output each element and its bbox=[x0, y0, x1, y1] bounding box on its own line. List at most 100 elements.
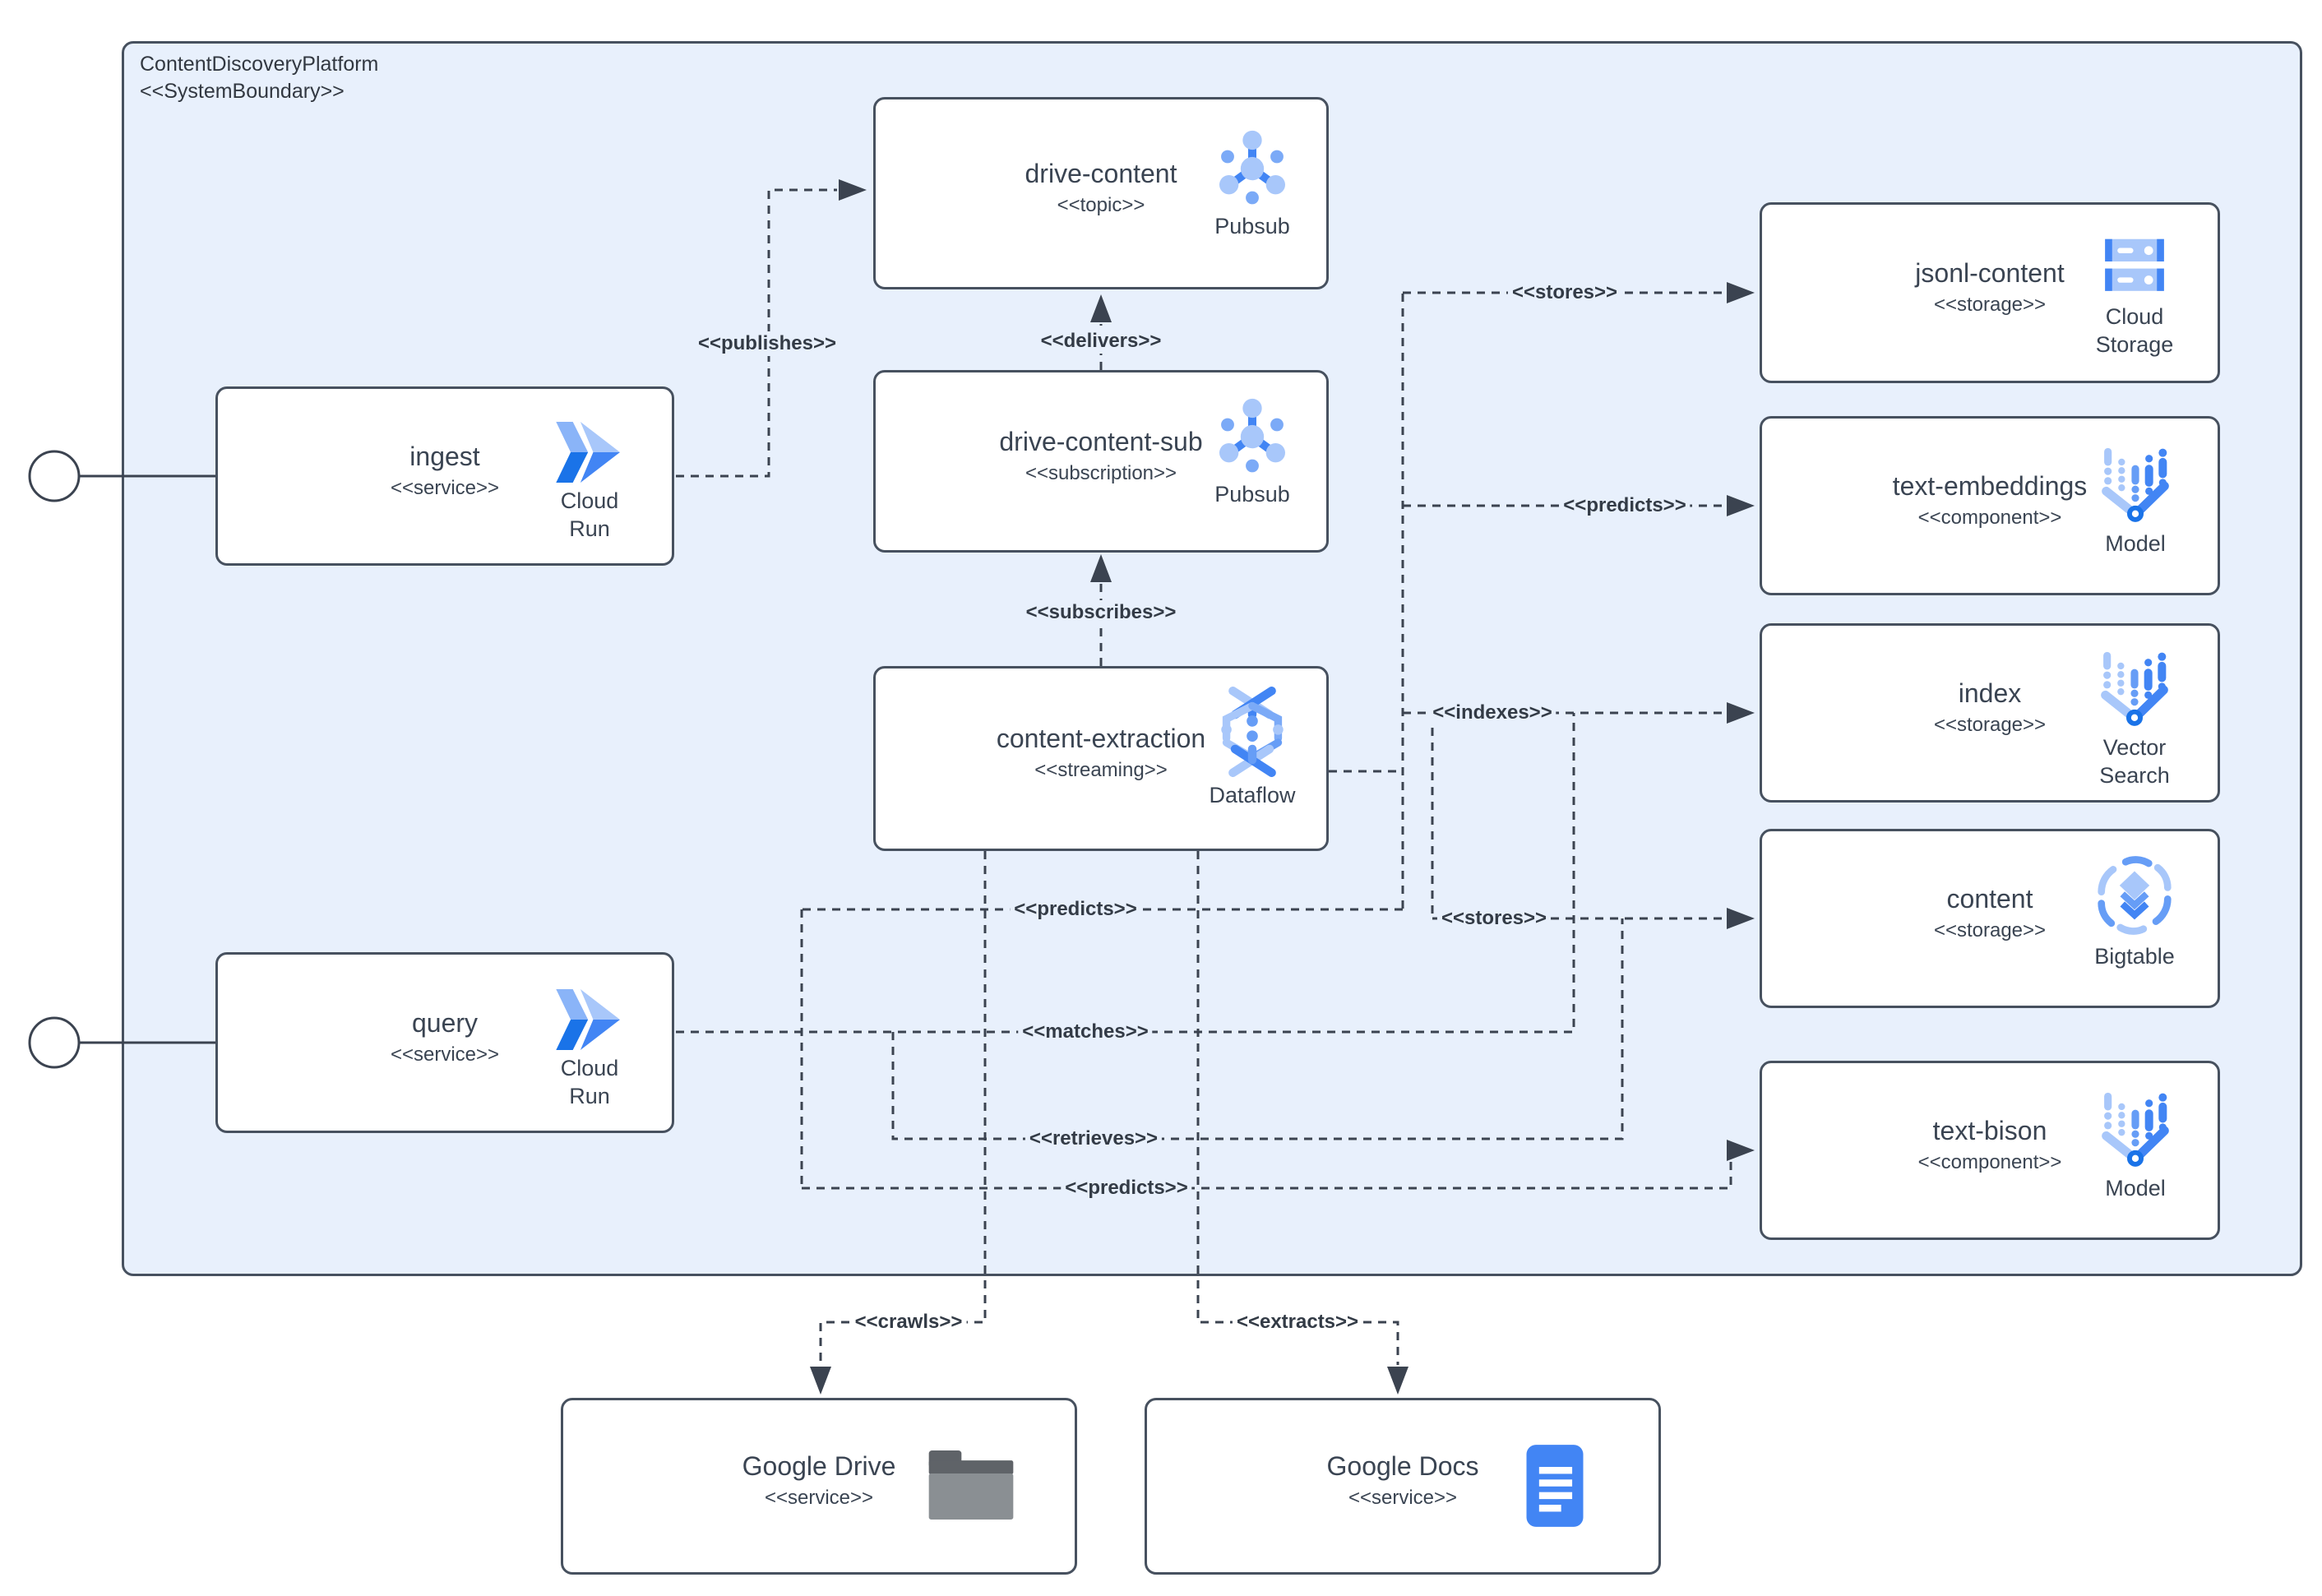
node-stereotype: <<component>> bbox=[1917, 1150, 2062, 1173]
node-google-drive-text: Google Drive <<service>> bbox=[563, 1400, 1075, 1572]
edge-predicts-bison-arrow bbox=[1727, 1140, 1755, 1161]
edge-stores-content-arrow bbox=[1727, 908, 1755, 929]
node-stereotype: <<service>> bbox=[1348, 1487, 1458, 1509]
google-docs-icon bbox=[1517, 1440, 1593, 1532]
node-title: Google Drive bbox=[742, 1451, 896, 1481]
node-title: query bbox=[411, 1007, 479, 1038]
edge-matches-line bbox=[676, 713, 1575, 1034]
edge-retrieves-line bbox=[891, 918, 1624, 1140]
node-content-extraction-text: content-extraction <<streaming>> bbox=[876, 668, 1326, 849]
edge-publishes-arrow bbox=[839, 179, 867, 201]
icon-caption: Cloud Run bbox=[560, 488, 619, 541]
node-text-embeddings-text: text-embeddings <<component>> bbox=[1762, 419, 2218, 593]
edge-label-extracts: <<extracts>> bbox=[1232, 1310, 1363, 1335]
icon-caption: Cloud Storage bbox=[2095, 304, 2174, 357]
node-content-extraction: content-extraction <<streaming>> Dataflo… bbox=[873, 666, 1329, 851]
edge-crawls-line bbox=[819, 851, 987, 1365]
node-title: ingest bbox=[409, 441, 480, 471]
port-circle-query bbox=[28, 1016, 81, 1069]
boundary-name: ContentDiscoveryPlatform bbox=[140, 53, 379, 76]
node-stereotype: <<storage>> bbox=[1933, 713, 2047, 736]
edge-predicts-bison-line bbox=[802, 1149, 1732, 1190]
node-stereotype: <<service>> bbox=[390, 1043, 500, 1066]
icon-caption: Bigtable bbox=[2094, 944, 2175, 969]
node-index: index <<storage>> Vector Search bbox=[1760, 623, 2220, 803]
edge-label-publishes: <<publishes>> bbox=[693, 331, 841, 356]
node-drive-content-sub-text: drive-content-sub <<subscription>> bbox=[876, 372, 1326, 550]
icon-caption: Pubsub bbox=[1214, 214, 1290, 238]
node-title: text-bison bbox=[1932, 1115, 2047, 1145]
cloud-run-icon: Cloud Run bbox=[540, 989, 639, 1111]
node-ingest-text: ingest <<service>> bbox=[218, 389, 672, 563]
edge-label-stores-jsonl: <<stores>> bbox=[1507, 280, 1622, 305]
node-stereotype: <<topic>> bbox=[1057, 193, 1145, 216]
edge-label-matches: <<matches>> bbox=[1018, 1020, 1153, 1044]
node-title: drive-content-sub bbox=[999, 426, 1203, 456]
node-google-docs: Google Docs <<service>> bbox=[1145, 1398, 1661, 1575]
edge-extracts-line bbox=[1196, 851, 1399, 1365]
edge-extracts-arrow bbox=[1387, 1367, 1408, 1395]
pubsub-icon: Pubsub bbox=[1203, 126, 1302, 241]
node-drive-content-text: drive-content <<topic>> bbox=[876, 99, 1326, 287]
node-jsonl-content: jsonl-content <<storage>> Cloud Storage bbox=[1760, 202, 2220, 383]
model-icon: Model bbox=[2086, 1088, 2185, 1203]
edge-label-retrieves: <<retrieves>> bbox=[1025, 1126, 1163, 1151]
node-google-docs-text: Google Docs <<service>> bbox=[1147, 1400, 1658, 1572]
node-jsonl-content-text: jsonl-content <<storage>> bbox=[1762, 205, 2218, 381]
edge-stores-jsonl-arrow bbox=[1727, 282, 1755, 303]
edge-predicts-embeddings-arrow bbox=[1727, 495, 1755, 516]
edge-label-indexes: <<indexes>> bbox=[1428, 701, 1556, 725]
port-circle-ingest bbox=[28, 450, 81, 502]
icon-caption: Dataflow bbox=[1209, 783, 1296, 807]
node-title: drive-content bbox=[1025, 158, 1177, 188]
drive-folder-icon bbox=[925, 1446, 1017, 1524]
edge-label-crawls: <<crawls>> bbox=[850, 1310, 967, 1335]
node-query: query <<service>> Cloud Run bbox=[215, 952, 674, 1133]
node-title: content bbox=[1946, 883, 2033, 914]
node-title: text-embeddings bbox=[1892, 470, 2088, 501]
node-drive-content: drive-content <<topic>> Pubsub bbox=[873, 97, 1329, 289]
edge-delivers-arrow bbox=[1090, 294, 1112, 322]
edge-label-predicts-query: <<predicts>> bbox=[1010, 897, 1141, 922]
node-query-text: query <<service>> bbox=[218, 955, 672, 1131]
node-stereotype: <<service>> bbox=[764, 1487, 874, 1509]
node-stereotype: <<storage>> bbox=[1933, 293, 2047, 316]
vector-search-icon: Vector Search bbox=[2081, 647, 2188, 790]
node-drive-content-sub: drive-content-sub <<subscription>> Pubsu… bbox=[873, 370, 1329, 553]
node-ingest: ingest <<service>> Cloud Run bbox=[215, 386, 674, 566]
icon-caption: Pubsub bbox=[1214, 482, 1290, 507]
icon-caption: Vector Search bbox=[2099, 735, 2170, 788]
node-text-embeddings: text-embeddings <<component>> Model bbox=[1760, 416, 2220, 595]
edge-publishes-line bbox=[676, 188, 837, 478]
edge-label-predicts-bison: <<predicts>> bbox=[1061, 1176, 1192, 1200]
node-stereotype: <<storage>> bbox=[1933, 918, 2047, 941]
node-title: content-extraction bbox=[996, 724, 1206, 753]
edge-label-stores-content: <<stores>> bbox=[1436, 906, 1552, 931]
node-stereotype: <<subscription>> bbox=[1025, 461, 1177, 484]
node-content: content <<storage>> Bigtable bbox=[1760, 829, 2220, 1008]
node-google-drive: Google Drive <<service>> bbox=[561, 1398, 1077, 1575]
dataflow-icon: Dataflow bbox=[1201, 687, 1303, 810]
edge-indexes-arrow bbox=[1727, 702, 1755, 724]
system-boundary-title: ContentDiscoveryPlatform <<SystemBoundar… bbox=[140, 51, 378, 105]
node-stereotype: <<component>> bbox=[1917, 506, 2062, 529]
edge-label-predicts-embeddings: <<predicts>> bbox=[1559, 493, 1691, 518]
node-title: jsonl-content bbox=[1915, 257, 2065, 288]
node-title: index bbox=[1958, 678, 2022, 708]
edge-label-subscribes: <<subscribes>> bbox=[1021, 600, 1181, 625]
edge-crawls-arrow bbox=[810, 1367, 831, 1395]
bigtable-icon: Bigtable bbox=[2081, 853, 2188, 971]
node-index-text: index <<storage>> bbox=[1762, 626, 2218, 800]
icon-caption: Model bbox=[2105, 1176, 2166, 1200]
cloud-storage-icon: Cloud Storage bbox=[2081, 233, 2188, 359]
edge-label-delivers: <<delivers>> bbox=[1036, 329, 1166, 354]
node-content-text: content <<storage>> bbox=[1762, 831, 2218, 1006]
node-title: Google Docs bbox=[1326, 1451, 1479, 1481]
node-text-bison-text: text-bison <<component>> bbox=[1762, 1063, 2218, 1237]
icon-caption: Cloud Run bbox=[560, 1056, 619, 1108]
node-stereotype: <<service>> bbox=[390, 476, 500, 499]
icon-caption: Model bbox=[2105, 531, 2166, 556]
cloud-run-icon: Cloud Run bbox=[540, 422, 639, 544]
pubsub-icon: Pubsub bbox=[1203, 394, 1302, 509]
